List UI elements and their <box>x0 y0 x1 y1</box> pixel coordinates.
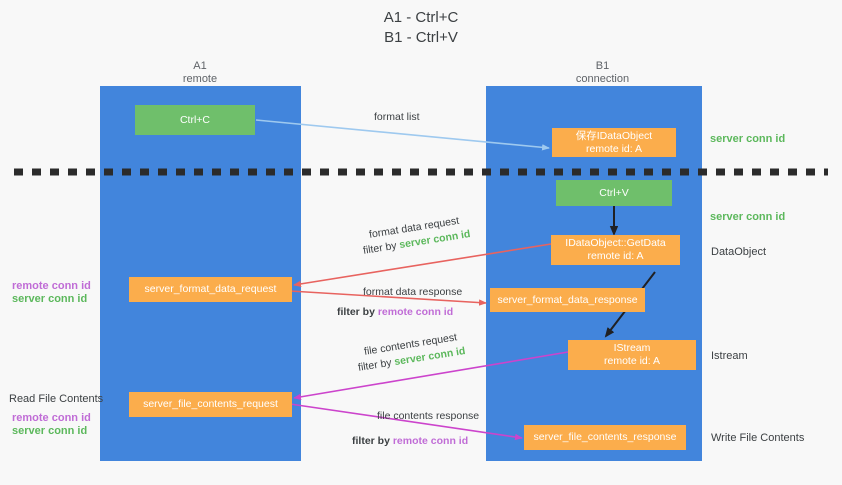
title-line-1: A1 - Ctrl+C <box>383 9 459 26</box>
box-save-idataobject-line2: remote id: A <box>585 142 643 155</box>
label-format-data-response-filter-value: remote conn id <box>377 306 454 318</box>
box-istream[interactable]: IStream remote id: A <box>568 340 696 370</box>
box-ctrl-c-label: Ctrl+C <box>179 113 211 126</box>
label-format-list: format list <box>374 111 420 123</box>
right-label-server-conn-id-mid: server conn id <box>710 211 786 223</box>
label-file-contents-response-filter-prefix: filter by <box>352 435 393 447</box>
box-idataobject-getdata-line1: IDataObject::GetData <box>565 237 666 249</box>
box-istream-line1: IStream <box>613 342 651 354</box>
label-file-contents-response: file contents response <box>377 410 480 422</box>
box-ctrl-v-label: Ctrl+V <box>599 186 629 199</box>
box-server-format-data-response-label: server_format_data_response <box>497 293 638 306</box>
column-a1-sub: remote <box>182 73 218 85</box>
box-ctrl-c[interactable]: Ctrl+C <box>135 105 255 135</box>
left-label-remote-conn-id-upper: remote conn id <box>12 280 91 292</box>
box-server-file-contents-request-label: server_file_contents_request <box>143 398 278 410</box>
left-label-read-file-contents: Read File Contents <box>9 393 104 405</box>
label-format-data-response-filter-prefix: filter by <box>337 306 378 318</box>
left-label-remote-conn-id-lower: remote conn id <box>12 412 91 424</box>
box-server-format-data-request[interactable]: server_format_data_request <box>129 277 292 302</box>
box-save-idataobject-line1: 保存IDataObject <box>575 129 653 142</box>
label-format-data-request-filter-prefix: filter by <box>362 239 401 257</box>
right-label-write-file-contents: Write File Contents <box>711 432 805 444</box>
box-server-format-data-response[interactable]: server_format_data_response <box>490 288 645 312</box>
left-label-server-conn-id-upper: server conn id <box>12 293 88 305</box>
page-title: A1 - Ctrl+C B1 - Ctrl+V <box>0 8 842 48</box>
box-server-file-contents-response[interactable]: server_file_contents_response <box>524 425 686 450</box>
label-file-contents-response-filter: filter by remote conn id <box>352 434 468 448</box>
box-idataobject-getdata-line2: remote id: A <box>587 250 644 262</box>
box-ctrl-v[interactable]: Ctrl+V <box>556 180 672 206</box>
column-header-b1: B1 connection <box>515 60 690 86</box>
title-line-2: B1 - Ctrl+V <box>384 29 458 46</box>
box-server-file-contents-request[interactable]: server_file_contents_request <box>129 392 292 417</box>
label-format-data-response-filter: filter by remote conn id <box>337 305 453 319</box>
left-label-server-conn-id-lower: server conn id <box>12 425 88 437</box>
right-label-dataobject: DataObject <box>711 246 767 258</box>
box-server-file-contents-response-label: server_file_contents_response <box>533 431 677 443</box>
box-idataobject-getdata[interactable]: IDataObject::GetData remote id: A <box>551 235 680 265</box>
column-b1-sub: connection <box>575 73 630 85</box>
label-file-contents-request-filter-prefix: filter by <box>357 356 396 374</box>
column-a1-name: A1 <box>193 60 207 72</box>
right-label-server-conn-id-top: server conn id <box>710 133 786 145</box>
right-label-istream: Istream <box>711 350 748 362</box>
column-b1-name: B1 <box>595 60 610 72</box>
column-header-a1: A1 remote <box>120 60 280 86</box>
box-server-format-data-request-label: server_format_data_request <box>144 283 277 295</box>
label-file-contents-response-filter-value: remote conn id <box>392 435 469 447</box>
box-save-idataobject[interactable]: 保存IDataObject remote id: A <box>552 128 676 157</box>
box-istream-line2: remote id: A <box>603 355 661 367</box>
label-format-data-response: format data response <box>363 286 463 298</box>
